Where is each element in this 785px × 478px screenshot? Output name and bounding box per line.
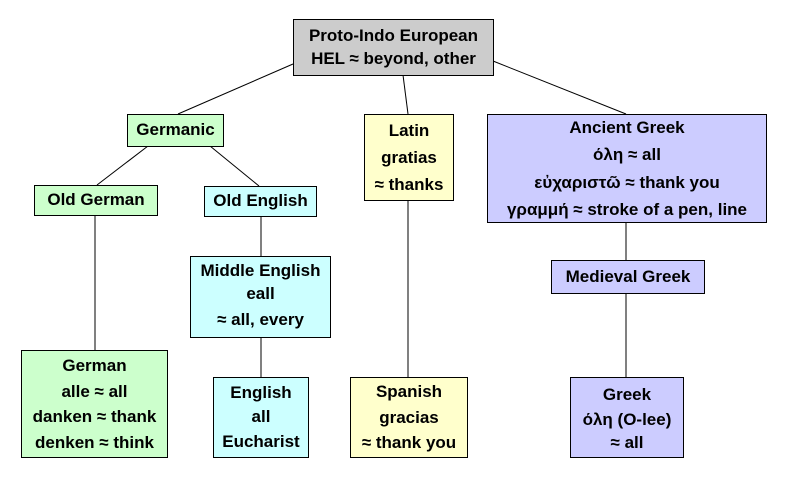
node-english: English all Eucharist: [213, 377, 309, 458]
node-text: HEL ≈ beyond, other: [311, 48, 476, 68]
node-german: German alle ≈ all danken ≈ thank denken …: [21, 350, 168, 458]
node-text: Eucharist: [222, 431, 300, 451]
edge-pie-germanic: [177, 63, 294, 115]
node-text: denken ≈ think: [35, 432, 154, 452]
node-germanic: Germanic: [127, 114, 224, 147]
node-text: gratias: [381, 147, 437, 167]
edge-germanic-old-german: [96, 145, 149, 186]
node-text: gracias: [379, 407, 439, 427]
node-text: alle ≈ all: [61, 381, 128, 401]
node-title: German: [62, 356, 127, 375]
node-title: Greek: [602, 384, 652, 404]
node-text: all: [251, 407, 271, 427]
node-title: Middle English: [200, 261, 321, 281]
node-greek: Greek όλη (O-lee) ≈ all: [570, 377, 684, 458]
node-medieval-greek: Medieval Greek: [551, 260, 705, 294]
node-title: Old German: [47, 190, 145, 210]
node-text: όλη ≈ all: [593, 145, 661, 165]
node-title: Old English: [213, 191, 308, 211]
node-text: εὐχαριστῶ ≈ thank you: [534, 172, 720, 192]
node-text: ≈ all: [610, 432, 644, 452]
node-text: γραμμή ≈ stroke of a pen, line: [506, 199, 748, 219]
node-text: όλη (O-lee): [582, 410, 672, 430]
node-title: English: [230, 382, 292, 402]
edge-germanic-old-english: [209, 145, 260, 187]
edge-pie-latin: [402, 74, 409, 115]
node-old-english: Old English: [204, 186, 317, 217]
node-title: Medieval Greek: [565, 266, 691, 286]
node-title: Ancient Greek: [569, 118, 685, 138]
node-title: Spanish: [375, 382, 443, 402]
node-old-german: Old German: [34, 185, 158, 216]
node-middle-english: Middle English eall ≈ all, every: [190, 256, 331, 338]
node-title: Proto-Indo European: [308, 25, 479, 45]
node-title: Latin: [388, 120, 430, 140]
node-text: ≈ thanks: [374, 175, 444, 195]
node-latin: Latin gratias ≈ thanks: [364, 114, 454, 201]
node-spanish: Spanish gracias ≈ thank you: [350, 377, 468, 458]
node-title: Germanic: [136, 120, 215, 140]
node-proto-indo-european: Proto-Indo European HEL ≈ beyond, other: [293, 19, 494, 76]
node-text: ≈ thank you: [361, 433, 457, 453]
node-text: ≈ all, every: [217, 310, 304, 330]
node-text: eall: [246, 284, 275, 304]
node-text: danken ≈ thank: [32, 407, 157, 426]
edge-pie-ancient-greek: [492, 60, 627, 115]
node-ancient-greek: Ancient Greek όλη ≈ all εὐχαριστῶ ≈ than…: [487, 114, 767, 223]
